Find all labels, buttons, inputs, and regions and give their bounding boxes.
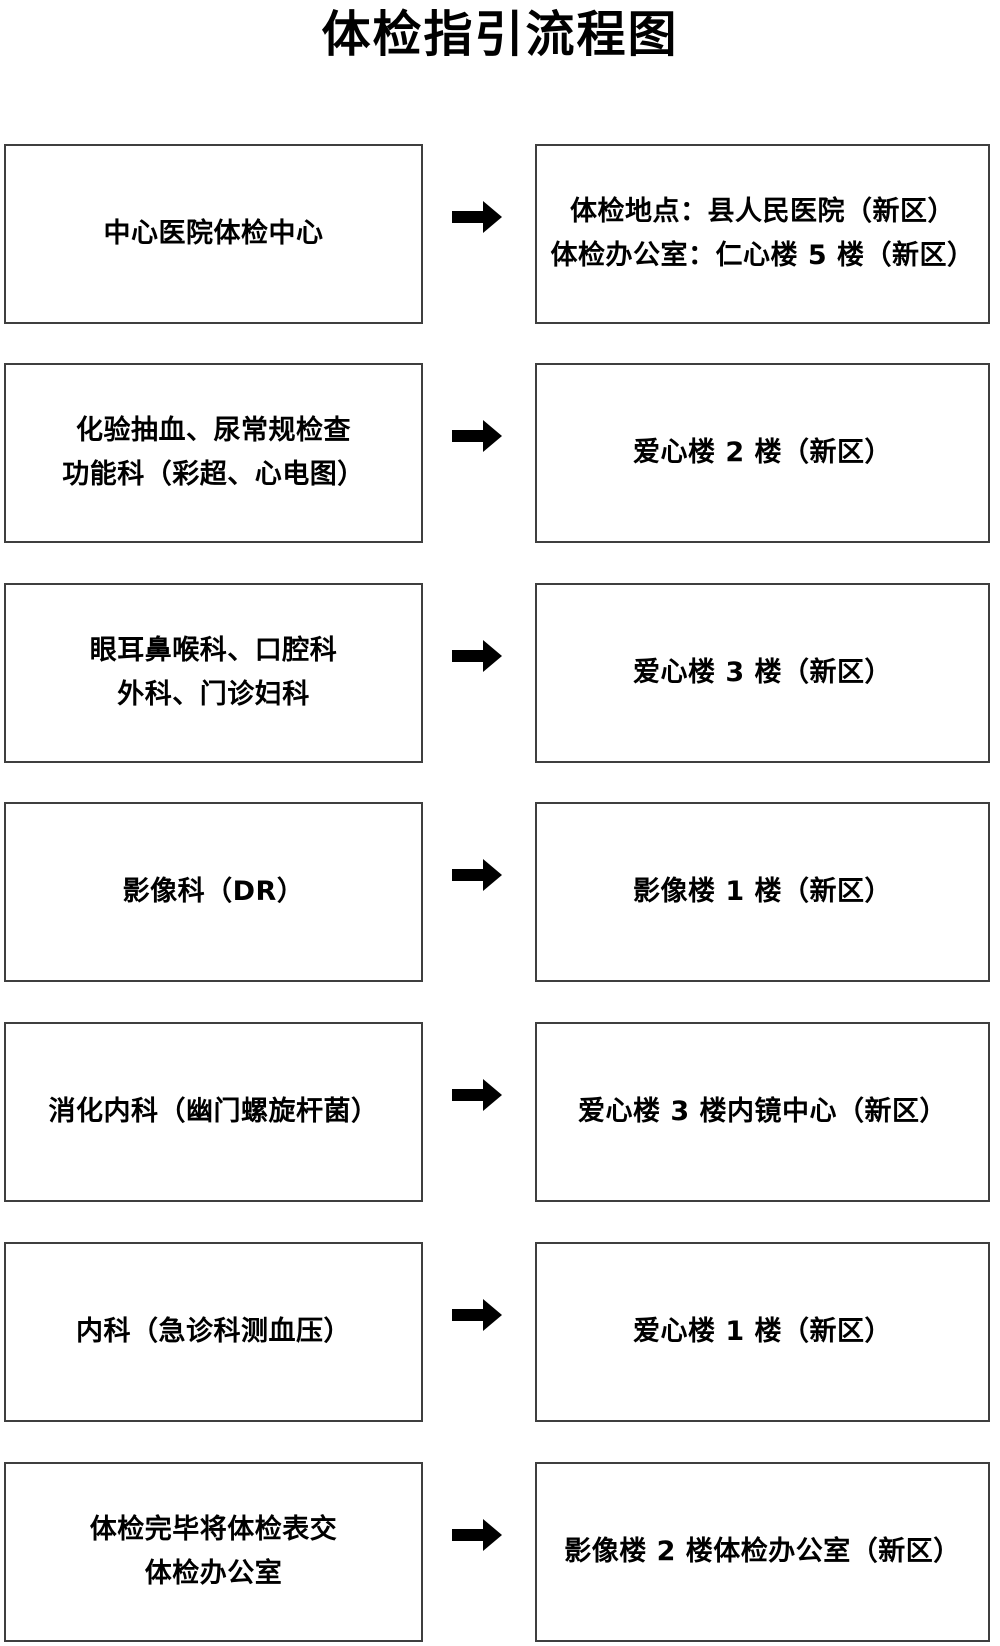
flow-source-box: 体检完毕将体检表交 体检办公室 <box>4 1462 423 1642</box>
flow-destination-box: 影像楼 1 楼（新区） <box>535 802 990 982</box>
flow-box-text-line: 眼耳鼻喉科、口腔科 <box>89 635 338 666</box>
flow-box-text-line: 爱心楼 3 楼（新区） <box>632 657 893 688</box>
flow-box-text-line: 爱心楼 2 楼（新区） <box>632 437 893 468</box>
right-arrow-icon <box>452 859 502 891</box>
flow-row: 内科（急诊科测血压） 爱心楼 1 楼（新区） <box>0 1242 1000 1422</box>
flow-destination-box: 爱心楼 3 楼内镜中心（新区） <box>535 1022 990 1202</box>
flow-box-text-line: 爱心楼 3 楼内镜中心（新区） <box>577 1096 948 1127</box>
flow-source-box: 内科（急诊科测血压） <box>4 1242 423 1422</box>
flow-row: 消化内科（幽门螺旋杆菌） 爱心楼 3 楼内镜中心（新区） <box>0 1022 1000 1202</box>
flow-source-box: 中心医院体检中心 <box>4 144 423 324</box>
right-arrow-icon <box>452 1079 502 1111</box>
flow-box-text-line: 消化内科（幽门螺旋杆菌） <box>48 1096 379 1127</box>
flow-destination-box: 爱心楼 1 楼（新区） <box>535 1242 990 1422</box>
flow-row: 影像科（DR） 影像楼 1 楼（新区） <box>0 802 1000 982</box>
right-arrow-icon <box>452 1299 502 1331</box>
flow-box-text-line: 中心医院体检中心 <box>103 218 324 249</box>
flow-box-text-line: 体检办公室：仁心楼 5 楼（新区） <box>550 240 975 271</box>
flow-box-text-line: 体检完毕将体检表交 <box>89 1514 338 1545</box>
flow-destination-box: 影像楼 2 楼体检办公室（新区） <box>535 1462 990 1642</box>
right-arrow-icon <box>452 420 502 452</box>
flow-box-text-line: 体检办公室 <box>144 1558 283 1589</box>
flow-row: 化验抽血、尿常规检查 功能科（彩超、心电图） 爱心楼 2 楼（新区） <box>0 363 1000 543</box>
flow-source-box: 化验抽血、尿常规检查 功能科（彩超、心电图） <box>4 363 423 543</box>
flow-row: 体检完毕将体检表交 体检办公室 影像楼 2 楼体检办公室（新区） <box>0 1462 1000 1642</box>
page-title: 体检指引流程图 <box>321 5 679 63</box>
flow-box-text-line: 影像楼 2 楼体检办公室（新区） <box>564 1536 961 1567</box>
flow-source-box: 眼耳鼻喉科、口腔科 外科、门诊妇科 <box>4 583 423 763</box>
flow-source-box: 消化内科（幽门螺旋杆菌） <box>4 1022 423 1202</box>
flow-box-text-line: 功能科（彩超、心电图） <box>62 459 365 490</box>
right-arrow-icon <box>452 640 502 672</box>
flow-row: 眼耳鼻喉科、口腔科 外科、门诊妇科 爱心楼 3 楼（新区） <box>0 583 1000 763</box>
flow-box-text-line: 化验抽血、尿常规检查 <box>76 415 351 446</box>
flow-row: 中心医院体检中心 体检地点：县人民医院（新区） 体检办公室：仁心楼 5 楼（新区… <box>0 144 1000 324</box>
flow-box-text-line: 影像楼 1 楼（新区） <box>632 876 893 907</box>
flow-box-text-line: 体检地点：县人民医院（新区） <box>570 196 955 227</box>
flow-box-text-line: 爱心楼 1 楼（新区） <box>632 1316 893 1347</box>
right-arrow-icon <box>452 1519 502 1551</box>
flow-box-text-line: 外科、门诊妇科 <box>117 679 310 710</box>
flow-box-text-line: 内科（急诊科测血压） <box>76 1316 351 1347</box>
flow-box-text-line: 影像科（DR） <box>122 876 305 907</box>
flow-destination-box: 爱心楼 3 楼（新区） <box>535 583 990 763</box>
right-arrow-icon <box>452 201 502 233</box>
flow-destination-box: 体检地点：县人民医院（新区） 体检办公室：仁心楼 5 楼（新区） <box>535 144 990 324</box>
flow-destination-box: 爱心楼 2 楼（新区） <box>535 363 990 543</box>
flow-source-box: 影像科（DR） <box>4 802 423 982</box>
